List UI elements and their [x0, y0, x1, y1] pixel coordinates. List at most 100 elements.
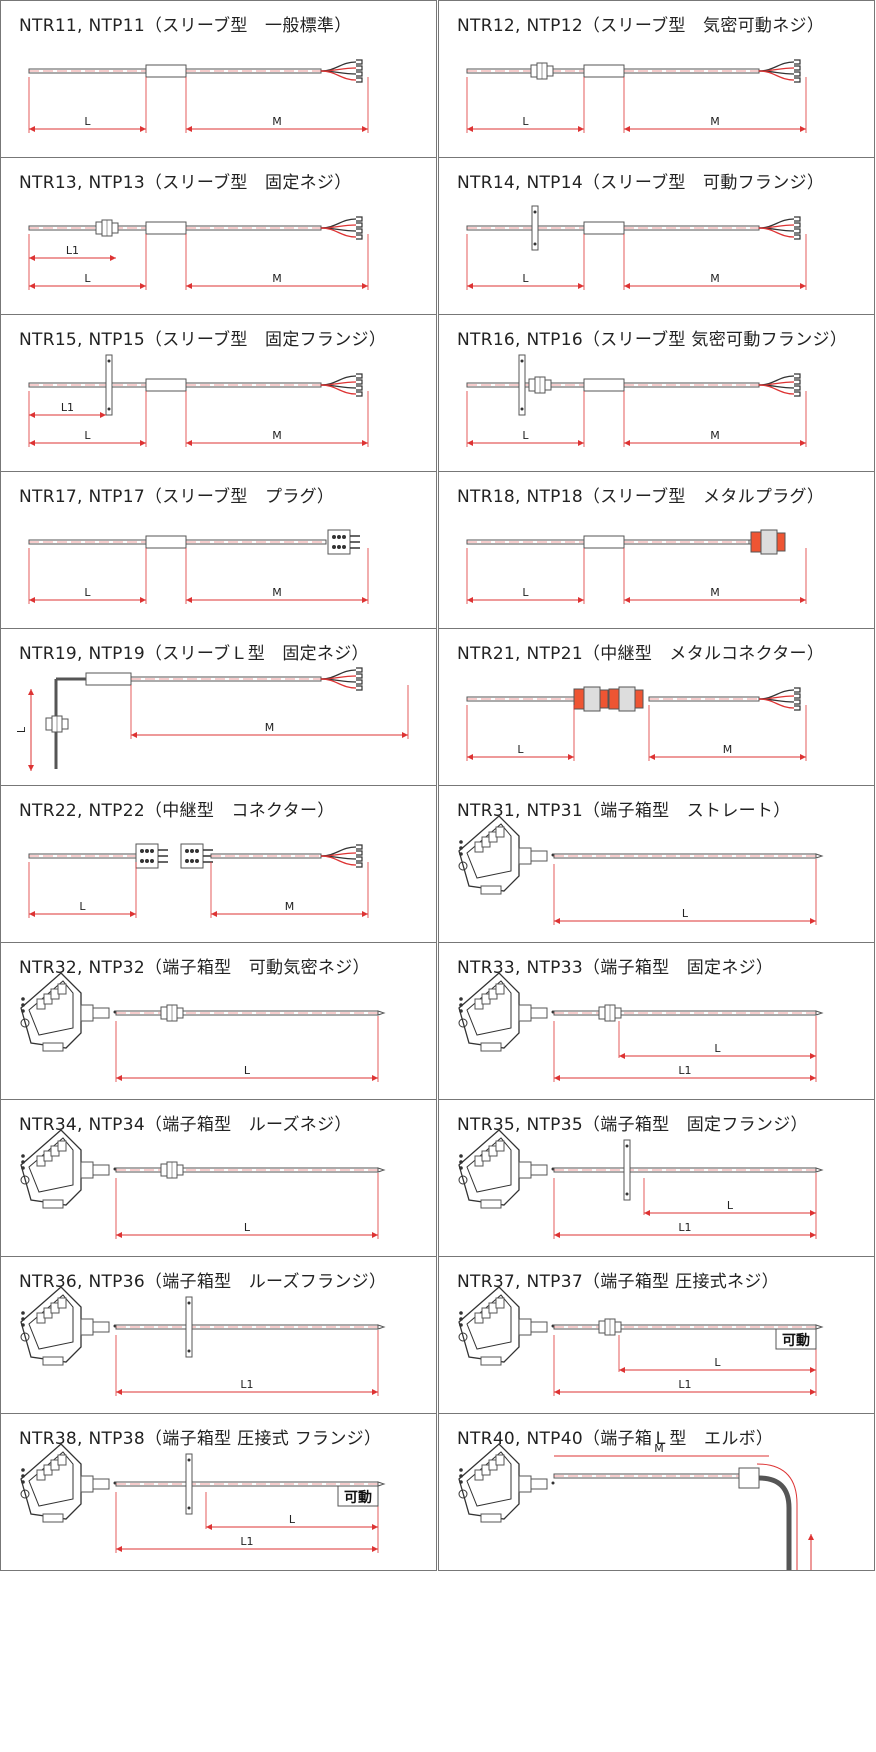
dimension-arrow: [554, 1232, 560, 1238]
lead-wires: [320, 59, 363, 83]
dimension-arrow: [130, 911, 136, 917]
lead-wires: [758, 59, 801, 83]
dimension-arrow: [554, 1389, 560, 1395]
lead-wires: [758, 687, 801, 711]
dimension-arrow: [29, 126, 35, 132]
product-title: NTR21, NTP21（中継型 メタルコネクター）: [457, 644, 825, 664]
product-title: NTR14, NTP14（スリーブ型 可動フランジ）: [457, 173, 825, 193]
dimension-arrow: [810, 1053, 816, 1059]
dimension-arrow: [467, 754, 473, 760]
dimension-label: L: [714, 1042, 721, 1055]
dimension-arrow: [578, 440, 584, 446]
dimension-arrow: [29, 283, 35, 289]
dimension-arrow: [211, 911, 217, 917]
flange: [185, 1453, 193, 1515]
product-cell-ntr31: NTR31, NTP31（端子箱型 ストレート）L: [438, 785, 875, 943]
lead-wires: [758, 216, 801, 240]
metal-plug: [608, 686, 644, 712]
sleeve: [85, 672, 132, 686]
product-title: NTR17, NTP17（スリーブ型 プラグ）: [19, 487, 335, 507]
movable-box: [775, 1328, 817, 1350]
product-title: NTR15, NTP15（スリーブ型 固定フランジ）: [19, 330, 387, 350]
dimension-arrow: [624, 597, 630, 603]
dimension-label: L1: [66, 244, 79, 257]
dimension-label: M: [272, 586, 282, 599]
dimension-label: L: [522, 586, 529, 599]
product-cell-ntr32: NTR32, NTP32（端子箱型 可動気密ネジ） L: [0, 942, 437, 1100]
dimension-arrow: [800, 597, 806, 603]
dimension-label: L: [289, 1513, 296, 1526]
dimension-label: L: [244, 1064, 251, 1077]
nut-fitting: [598, 1004, 622, 1022]
dimension-arrow: [554, 918, 560, 924]
lead-wires: [758, 373, 801, 397]
lead-wires: [320, 216, 363, 240]
terminal-head: [458, 1286, 555, 1366]
dimension-arrow: [578, 283, 584, 289]
product-title: NTR34, NTP34（端子箱型 ルーズネジ）: [19, 1115, 352, 1135]
product-diagram: L1L: [458, 1129, 824, 1239]
dimension-label: L1: [678, 1378, 691, 1391]
dimension-label: L: [522, 429, 529, 442]
sleeve: [145, 64, 187, 78]
dimension-label: L: [79, 900, 86, 913]
product-diagram: ML: [458, 1442, 814, 1570]
dimension-label: M: [710, 115, 720, 128]
elbow-pipe: [758, 1475, 792, 1570]
dimension-arrow: [578, 126, 584, 132]
dimension-arrow: [372, 1524, 378, 1530]
product-title: NTR12, NTP12（スリーブ型 気密可動ネジ）: [457, 16, 825, 36]
dimension-arrow: [131, 732, 137, 738]
dimension-arrow: [810, 1232, 816, 1238]
dimension-arrow: [100, 412, 106, 418]
product-title: NTR33, NTP33（端子箱型 固定ネジ）: [457, 958, 774, 978]
terminal-head: [458, 972, 555, 1052]
dimension-label: L1: [240, 1378, 253, 1391]
nut-fitting: [45, 715, 69, 733]
dimension-arrow: [644, 1210, 650, 1216]
plug: [180, 843, 213, 869]
probe-tip: [377, 1167, 386, 1173]
dimension-arrow: [140, 126, 146, 132]
dimension-arrow: [362, 283, 368, 289]
product-diagram: L: [458, 815, 824, 925]
probe-tip: [815, 1324, 824, 1330]
dimension-label: L1: [678, 1064, 691, 1077]
nut-fitting: [528, 376, 552, 394]
terminal-head: [20, 1129, 117, 1209]
dimension-label: L: [84, 115, 91, 128]
nut-fitting: [598, 1318, 622, 1336]
dimension-label: M: [710, 586, 720, 599]
dimension-curve: [756, 1463, 798, 1570]
dimension-label: L: [522, 115, 529, 128]
dimension-label: L: [682, 907, 689, 920]
movable-label: 可動: [782, 1332, 810, 1349]
dimension-arrow: [568, 754, 574, 760]
product-title: NTR22, NTP22（中継型 コネクター）: [19, 801, 335, 821]
dimension-label: M: [654, 1442, 664, 1455]
product-title: NTR32, NTP32（端子箱型 可動気密ネジ）: [19, 958, 370, 978]
sleeve: [145, 535, 187, 549]
dimension-arrow: [116, 1232, 122, 1238]
product-diagram: L1 L: [458, 972, 824, 1082]
movable-label: 可動: [344, 1489, 372, 1506]
metal-plug: [573, 686, 609, 712]
sleeve: [583, 64, 625, 78]
dimension-label: L: [84, 429, 91, 442]
dimension-arrow: [116, 1075, 122, 1081]
sleeve: [583, 535, 625, 549]
